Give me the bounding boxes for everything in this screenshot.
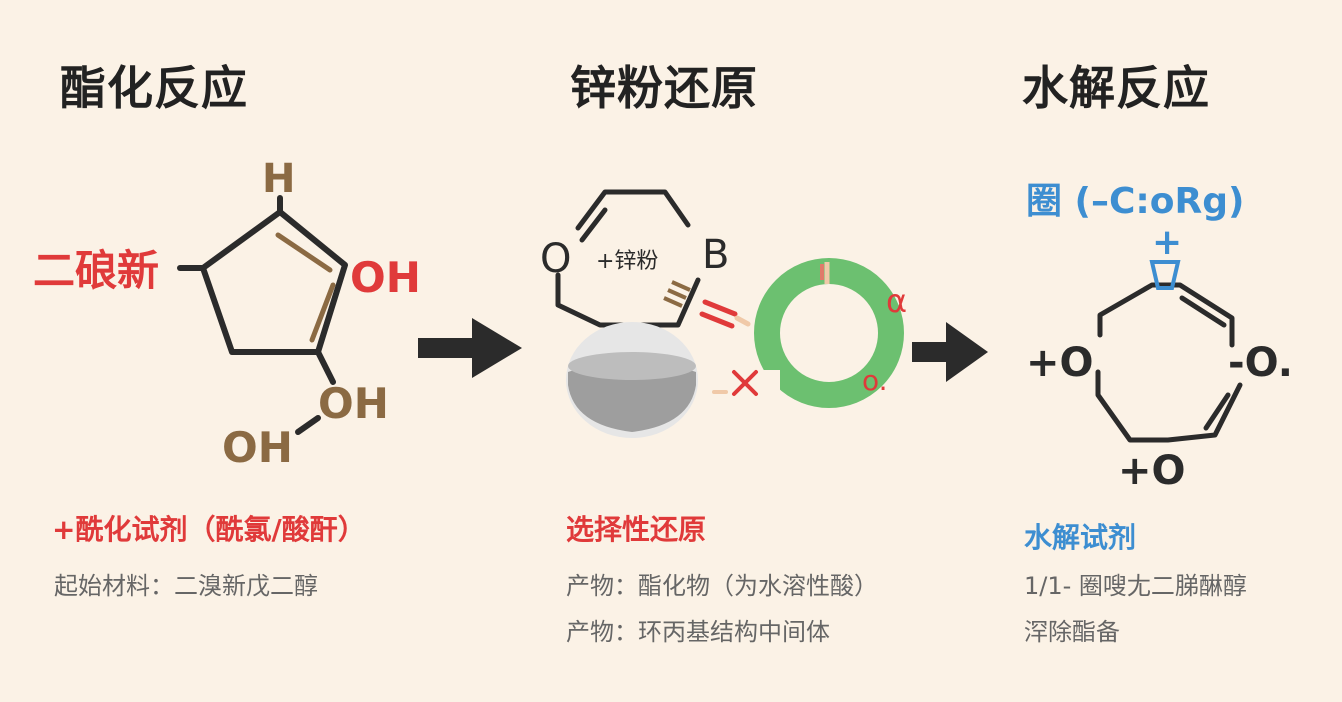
stage-3-note-2: 浫除酯备 [1024, 618, 1120, 646]
stage-1-title: 酯化反应 [60, 61, 248, 115]
atom-oh-red: OH [350, 253, 421, 302]
cleave-mark [712, 370, 758, 396]
stage-3-title: 水解反应 [1022, 61, 1210, 115]
double-bond-right [309, 282, 336, 343]
double-bond-top [275, 232, 333, 273]
stage-2-reagent: 选择性还原 [566, 513, 707, 546]
atom-o-left: +O [1026, 340, 1094, 386]
plus-sign: + [1152, 222, 1182, 263]
atom-h: H [262, 156, 295, 202]
catalyst-ring [754, 258, 904, 408]
stage-3-note-1: 1/1- 圈嗖尢二䏲醂醇 [1024, 572, 1247, 600]
stage-2-note-2: 产物：环丙基结构中间体 [566, 618, 830, 646]
arrow-2 [912, 322, 988, 382]
stage-1-molecule [177, 195, 348, 435]
stage-3-reagent: 水解试剂 [1024, 521, 1137, 554]
stage-2-title: 锌粉还原 [570, 61, 758, 115]
ring-bonds [1095, 282, 1243, 443]
stage-3-top-label: 圈 (–C:oRg) [1026, 181, 1244, 222]
atom-oh-lower: OH [222, 423, 293, 472]
carbonyl-triangle [1149, 260, 1181, 290]
atom-oh-upper: OH [318, 379, 389, 428]
double-bond-upper [1179, 295, 1227, 328]
zinc-label: +锌粉 [596, 249, 658, 274]
arrow-1 [418, 318, 522, 378]
stage-3-molecule [1095, 282, 1243, 443]
o-dot-label: o. [862, 364, 888, 397]
double-bond-lower [1203, 392, 1231, 431]
stage-1-note: 起始材料：二溴新戊二醇 [54, 572, 318, 600]
zinc-sphere [566, 322, 698, 438]
stage-2-molecule [555, 189, 701, 328]
atom-o-bottom: +O [1118, 448, 1186, 494]
double-bond-link [699, 299, 751, 329]
atom-o-right: -O. [1228, 340, 1293, 386]
atom-b: B [702, 232, 729, 278]
ring-bonds [555, 189, 701, 328]
double-bond-inner [579, 207, 608, 243]
atom-o: O [540, 236, 571, 282]
bond-to-oh-lower [315, 349, 336, 385]
ring-bonds [200, 209, 348, 355]
alpha-label: α [886, 282, 907, 320]
stage-1-reagent: +酰化试剂（酰氯/酸酐） [52, 513, 366, 546]
bond-oh-oh [295, 415, 321, 435]
side-label: 二硠新 [33, 246, 159, 295]
zinc-triple-mark [663, 280, 691, 308]
stage-2-note-1: 产物：酯化物（为水溶性酸） [566, 572, 878, 600]
